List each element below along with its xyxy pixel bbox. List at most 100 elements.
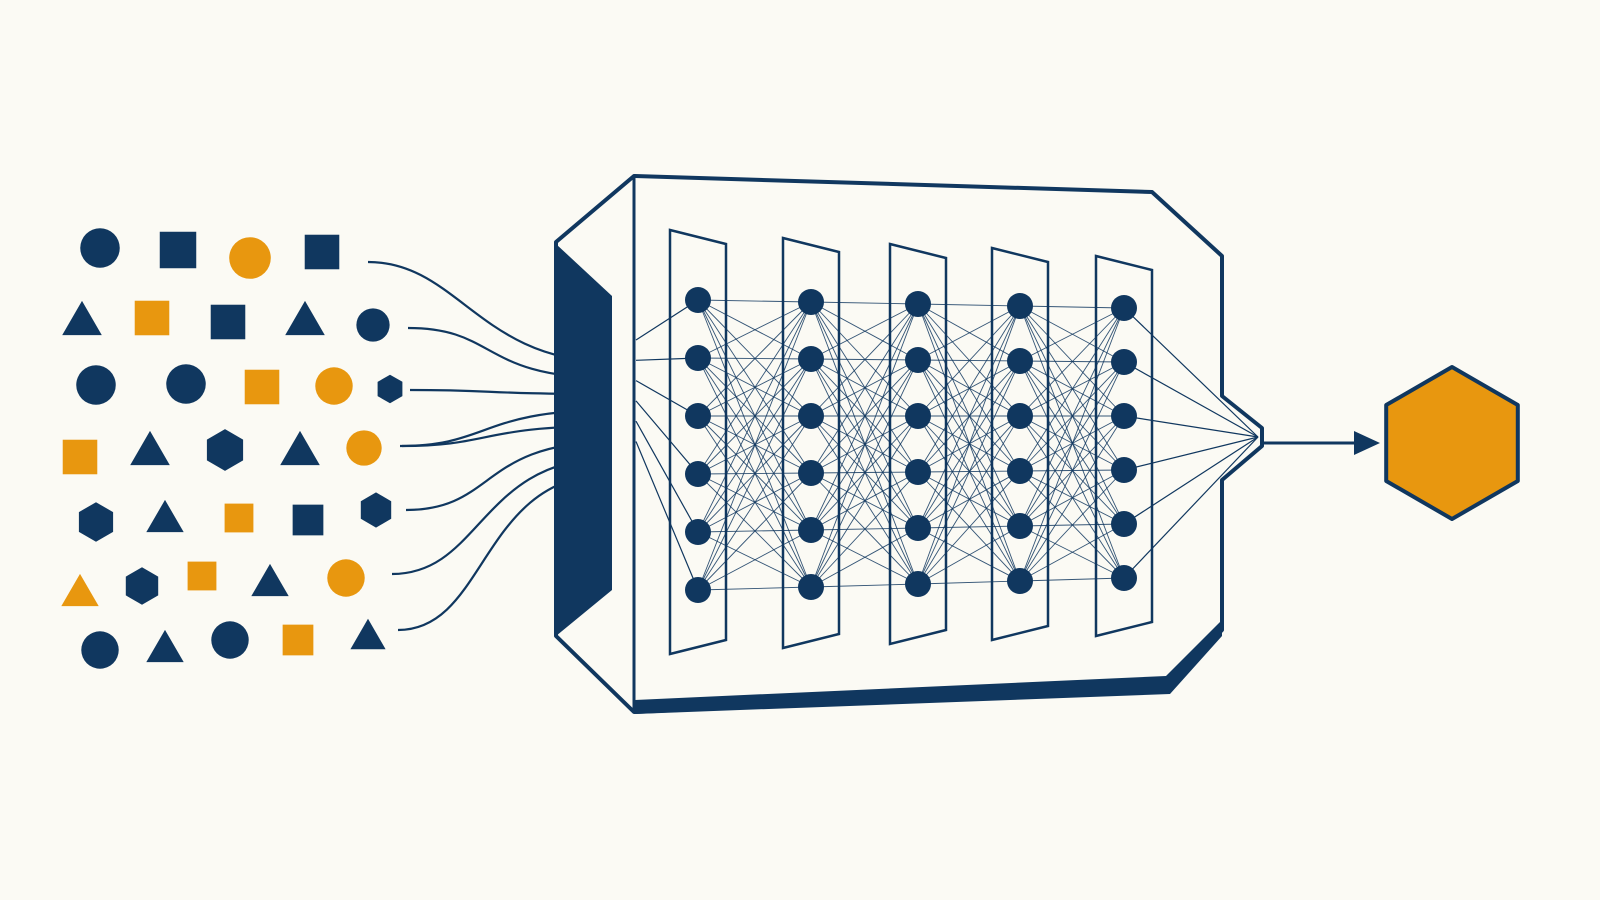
layer-connection	[917, 305, 1021, 529]
layer-connection	[917, 415, 1021, 585]
container-base-shadow	[634, 620, 1222, 714]
orange-square-icon	[244, 369, 280, 405]
layer-connection	[697, 586, 812, 591]
layer-connection	[810, 358, 919, 473]
layer-connection	[810, 415, 919, 588]
network-node	[905, 515, 931, 541]
network-node	[905, 459, 931, 485]
layer-connection	[697, 415, 812, 531]
network-container	[554, 174, 1264, 714]
navy-square-icon	[210, 304, 246, 340]
layer-connection	[1019, 577, 1125, 582]
layer-connection	[1019, 307, 1125, 417]
layer-connection	[917, 305, 1021, 361]
layer-connection	[810, 303, 919, 588]
network-node	[685, 519, 711, 545]
network-node	[685, 577, 711, 603]
orange-square-icon	[187, 561, 217, 591]
layer-connection	[810, 471, 919, 588]
orange-circle-icon	[229, 237, 271, 279]
container-outline	[554, 174, 1264, 714]
navy-square-icon	[304, 234, 340, 270]
network-node	[905, 291, 931, 317]
navy-hexagon-icon	[78, 502, 114, 542]
layer-connection	[917, 470, 1021, 585]
network-node	[1111, 565, 1137, 591]
network-node	[905, 347, 931, 373]
layer-connection	[810, 303, 919, 531]
navy-hexagon-icon	[360, 492, 392, 528]
network-node	[905, 403, 931, 429]
network-node	[798, 517, 824, 543]
navy-triangle-icon	[285, 300, 325, 336]
input-connection	[635, 400, 699, 475]
navy-triangle-icon	[280, 430, 320, 466]
network-node	[1007, 403, 1033, 429]
layer-connection	[810, 527, 919, 588]
layer-connection	[917, 305, 1021, 473]
layer-connection	[1019, 361, 1125, 582]
network-nodes-group	[685, 287, 1137, 603]
layer-connection	[1019, 360, 1125, 471]
network-node	[798, 403, 824, 429]
navy-triangle-icon	[146, 629, 184, 663]
orange-square-icon	[134, 300, 170, 336]
navy-circle-icon	[80, 228, 120, 268]
network-node	[798, 574, 824, 600]
output-connection	[1123, 307, 1259, 438]
layer-connection	[1019, 415, 1125, 525]
orange-square-icon	[282, 624, 314, 656]
network-node	[905, 571, 931, 597]
layer-panel	[668, 228, 728, 656]
input-connection	[635, 420, 699, 533]
container-input-port	[556, 244, 612, 636]
input-shapes-group	[61, 228, 403, 669]
layer-connection	[917, 303, 1021, 307]
orange-circle-icon	[327, 559, 365, 597]
layer-connection	[917, 305, 1021, 585]
layer-connection	[697, 301, 812, 591]
layer-connection	[697, 415, 812, 591]
navy-circle-icon	[211, 621, 249, 659]
layer-connection	[1019, 307, 1125, 362]
output-connection	[1123, 436, 1259, 471]
navy-triangle-icon	[130, 430, 170, 466]
layer-connection	[697, 357, 812, 474]
layer-connection	[697, 301, 812, 417]
navy-triangle-icon	[350, 618, 386, 650]
layer-connection	[810, 303, 919, 360]
orange-circle-icon	[346, 430, 382, 466]
network-node	[1007, 568, 1033, 594]
layer-connection	[697, 358, 812, 591]
layer-connection	[697, 301, 812, 359]
layer-connection	[697, 301, 812, 475]
arrow-head-icon	[1354, 431, 1380, 455]
network-node	[1111, 403, 1137, 429]
input-connection	[635, 441, 699, 591]
network-node	[685, 461, 711, 487]
layer-connection	[917, 305, 1021, 417]
network-node	[798, 460, 824, 486]
output-hexagon-icon	[1384, 365, 1520, 521]
output-connection	[1123, 415, 1259, 438]
navy-circle-icon	[76, 365, 116, 405]
layer-connection	[1019, 305, 1125, 309]
network-node	[1111, 295, 1137, 321]
layer-connections-group	[635, 299, 1259, 591]
navy-circle-icon	[356, 308, 390, 342]
orange-square-icon	[224, 503, 254, 533]
layer-connection	[810, 359, 919, 588]
layer-connection	[1019, 307, 1125, 527]
layer-connection	[917, 359, 1021, 472]
network-node	[1007, 348, 1033, 374]
navy-triangle-icon	[62, 300, 102, 336]
output-connection	[1123, 436, 1259, 525]
orange-circle-icon	[315, 367, 353, 405]
layer-panel	[990, 246, 1050, 642]
layer-connection	[810, 583, 919, 588]
output-connection	[1123, 436, 1259, 579]
network-node	[1007, 458, 1033, 484]
layer-connection	[810, 303, 919, 474]
network-node	[1007, 293, 1033, 319]
